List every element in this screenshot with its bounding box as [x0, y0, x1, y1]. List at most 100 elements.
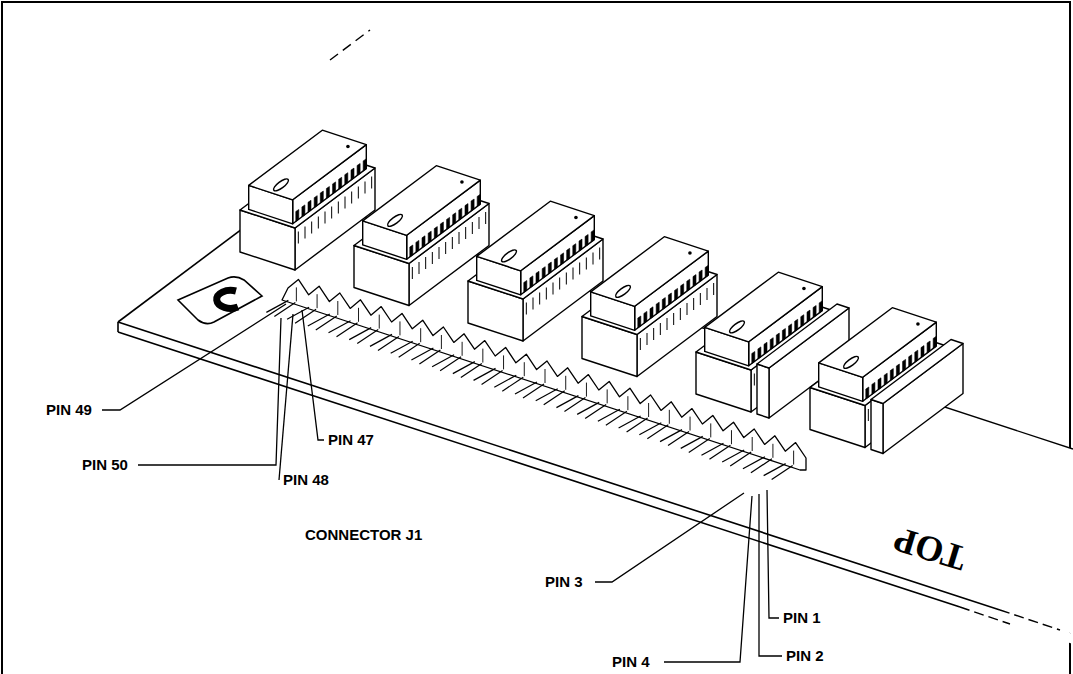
manufacturer-logo: [178, 277, 262, 324]
connector-pin: [329, 321, 351, 333]
connector-pin: [564, 398, 585, 412]
connector-tooth-edge: [358, 308, 359, 322]
socket-strip-front: [757, 364, 769, 418]
leader-line: [664, 496, 752, 662]
connector-tooth-edge: [296, 287, 297, 301]
connector-pin: [391, 341, 413, 353]
logo-letter: [217, 290, 238, 308]
connector-tooth-edge: [420, 328, 421, 342]
connector-pin: [482, 370, 503, 384]
socket-slot: [868, 409, 869, 421]
socket-slot: [305, 227, 306, 239]
ic-pin: [909, 355, 912, 367]
socket-slot: [713, 283, 714, 295]
ic-pin: [927, 341, 930, 353]
ic-pin: [339, 177, 342, 189]
ic-pin: [357, 164, 360, 176]
ic-pin: [548, 262, 551, 274]
connector-pin: [772, 466, 793, 480]
pin-label: PIN 4: [612, 653, 650, 671]
connector-tooth-edge: [793, 451, 794, 465]
ic-pin: [434, 227, 437, 239]
connector-tooth-edge: [482, 349, 483, 363]
ic-pin: [933, 336, 936, 348]
connector-tooth-edge: [690, 417, 691, 431]
ic-body-top: [819, 308, 937, 378]
connector-tooth-edge: [337, 301, 338, 315]
ic-pin: [687, 279, 690, 291]
ic-pin: [705, 265, 708, 277]
socket-slot: [325, 212, 326, 224]
logo-outline: [178, 277, 262, 324]
leader-line: [759, 494, 782, 656]
pin-label: PIN 3: [545, 573, 583, 591]
ic-dot: [802, 287, 806, 291]
connector-tooth-edge: [648, 403, 649, 417]
ic-dot: [574, 216, 578, 220]
connector-pin: [689, 438, 710, 452]
connector-pin: [722, 450, 744, 462]
connector-pin: [453, 362, 475, 374]
connector-pin: [598, 409, 620, 421]
ic-pin: [866, 387, 869, 399]
connector-housing: [282, 279, 806, 470]
ic-notch: [386, 212, 404, 228]
ic-pin: [807, 310, 810, 322]
socket-slot: [298, 232, 299, 244]
ic-pin: [314, 196, 317, 208]
pin-label: PIN 1: [783, 609, 821, 627]
socket-slot: [432, 252, 433, 264]
connector-tooth-edge: [586, 383, 587, 397]
connector-tooth-edge: [503, 355, 504, 369]
connector-tooth-edge: [545, 369, 546, 383]
socket-slot: [667, 318, 668, 330]
ic-pin: [675, 288, 678, 300]
ic-pin: [453, 213, 456, 225]
socket-slot: [412, 267, 413, 279]
connector-pin: [606, 411, 627, 425]
connector-pin: [494, 375, 516, 387]
ic-pin: [693, 275, 696, 287]
connector-tooth-edge: [752, 437, 753, 451]
connector-pin: [730, 452, 751, 466]
ic-body: [591, 237, 709, 331]
ic-pin: [471, 199, 474, 211]
ic-chip: [810, 308, 963, 454]
connector-pin: [743, 457, 765, 469]
socket-slot: [419, 262, 420, 274]
ic-pin: [465, 204, 468, 216]
connector-tooth-edge: [772, 444, 773, 458]
ic-pin: [302, 205, 305, 217]
socket-slot: [425, 257, 426, 269]
socket-slot: [526, 303, 527, 315]
socket-slot: [365, 182, 366, 194]
socket-slot: [459, 232, 460, 244]
ic-body: [819, 308, 937, 402]
pin-label: PIN 2: [786, 647, 824, 665]
connector-pin: [295, 309, 316, 323]
connector-pin: [647, 425, 668, 439]
ic-pin: [567, 248, 570, 260]
circuit-board: [118, 30, 1073, 644]
ic-pin: [326, 187, 329, 199]
leader-line: [767, 490, 779, 618]
connector-tooth-edge: [524, 362, 525, 376]
ic-body-top: [591, 237, 709, 307]
ic-pin: [872, 382, 875, 394]
connector-pin: [419, 350, 440, 364]
ic-pin: [345, 173, 348, 185]
board-top: [118, 193, 1073, 634]
ic-pin: [752, 352, 755, 364]
pin-label: PIN 48: [283, 471, 329, 489]
connector-pin: [308, 314, 330, 326]
ic-pin: [573, 244, 576, 256]
ic-dot: [916, 322, 920, 326]
socket-slot: [653, 328, 654, 340]
ic-pin: [890, 369, 893, 381]
connector-tooth-edge: [379, 315, 380, 329]
connector-tooth-edge: [317, 294, 318, 308]
connector-pin: [337, 323, 358, 337]
socket-slot: [358, 187, 359, 199]
socket-slot: [479, 217, 480, 229]
